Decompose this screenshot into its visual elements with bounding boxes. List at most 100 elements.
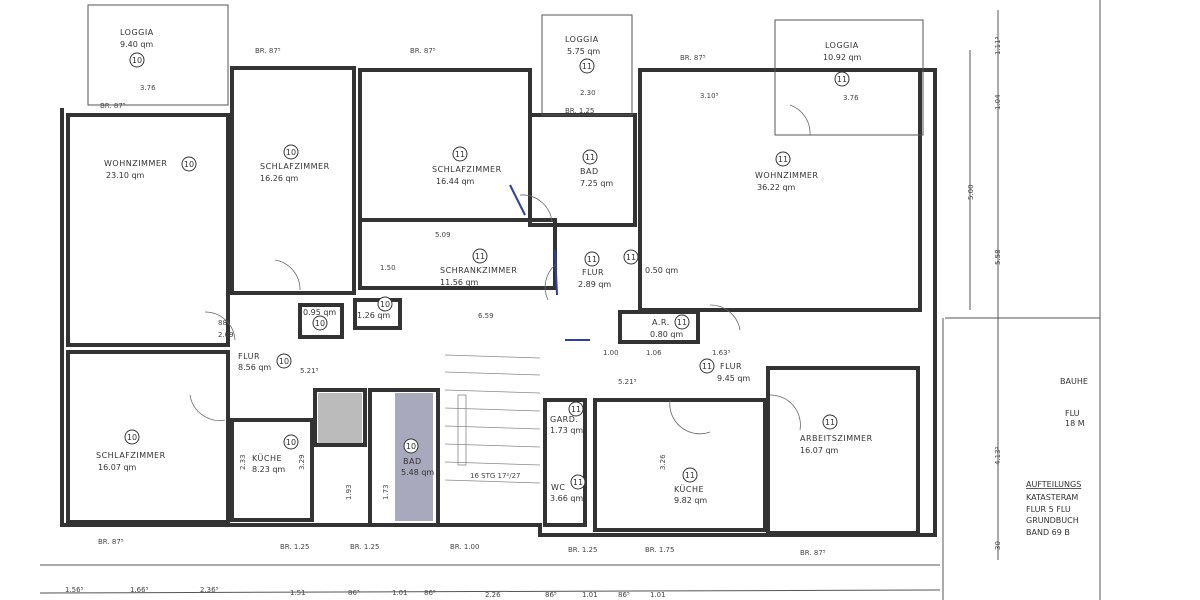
- plan-label: 10: [286, 148, 296, 157]
- plan-line: [593, 398, 767, 532]
- plan-label: 2.30: [580, 89, 596, 97]
- unit-number-badge: [124, 429, 140, 445]
- shaded-shaft: [318, 393, 362, 443]
- plan-label: 11: [582, 62, 592, 71]
- plan-line: 11: [682, 467, 698, 483]
- plan-label: BR. 1.25: [568, 546, 597, 554]
- plan-label: BR. 87⁵: [800, 549, 826, 557]
- plan-label: LOGGIA: [120, 28, 154, 37]
- plan-line: [87, 4, 229, 106]
- plan-label: 11: [837, 75, 847, 84]
- plan-label: 86⁵: [424, 589, 436, 597]
- plan-label: 8.23 qm: [252, 465, 285, 474]
- plan-label: 3.26: [659, 454, 667, 470]
- plan-line: [368, 388, 440, 527]
- door-swing: [709, 304, 741, 331]
- unit-number-badge: [181, 156, 197, 172]
- plan-label: 0.80 qm: [650, 330, 683, 339]
- plan-label: LOGGIA: [565, 35, 599, 44]
- door-swing: [189, 394, 226, 421]
- plan-line: 11: [834, 71, 850, 87]
- plan-line: [444, 407, 541, 412]
- plan-label: BR. 87⁵: [255, 47, 281, 55]
- unit-number-badge: [582, 149, 598, 165]
- plan-line: 10: [377, 296, 393, 312]
- plan-label: A.R.: [652, 318, 670, 327]
- right-dimensions: 1.11⁵ 1.04 5.00 5.58 4.13⁵ 30: [967, 36, 1002, 550]
- plan-line: [230, 66, 356, 295]
- plan-label: 16 STG 17²/27: [470, 472, 520, 480]
- plan-label: KATASTERAM: [1026, 493, 1078, 502]
- unit-number-badge: [283, 434, 299, 450]
- plan-line: 11: [674, 314, 690, 330]
- plan-label: 23.10 qm: [106, 171, 145, 180]
- plan-line: [66, 350, 230, 524]
- plan-label: BR. 87⁵: [410, 47, 436, 55]
- shaded-bathroom: [395, 393, 433, 521]
- plan-line: 10: [283, 434, 299, 450]
- plan-line: [358, 68, 532, 222]
- plan-label: 10: [380, 300, 390, 309]
- plan-label: 10: [279, 357, 289, 366]
- plan-label: 5.75 qm: [567, 47, 600, 56]
- unit-number-badge: [377, 296, 393, 312]
- plan-label: 3.76: [843, 94, 859, 102]
- plan-label: 1.73: [382, 484, 390, 500]
- plan-label: 30: [994, 541, 1002, 550]
- staircase: [444, 354, 541, 484]
- plan-label: 11: [677, 318, 687, 327]
- markup-annotation: [509, 184, 526, 216]
- plan-label: 3.29: [298, 454, 306, 470]
- unit-number-badge: [822, 414, 838, 430]
- plan-label: 11: [585, 153, 595, 162]
- plan-label: BR. 1.00: [450, 543, 479, 551]
- plan-line: 11: [582, 149, 598, 165]
- plan-label: 11: [825, 418, 835, 427]
- plan-line: [444, 479, 541, 484]
- plan-label: 11: [626, 253, 636, 262]
- plan-label: 18 M: [1065, 419, 1085, 428]
- plan-line: 11: [452, 146, 468, 162]
- plan-label: 16.26 qm: [260, 174, 299, 183]
- plan-line: 11: [775, 151, 791, 167]
- plan-label: 1.01: [392, 589, 408, 597]
- plan-label: 11: [778, 155, 788, 164]
- unit-number-badge: [584, 251, 600, 267]
- plan-label: 5.48 qm: [401, 468, 434, 477]
- door-swing: [789, 104, 811, 136]
- plan-line: [353, 298, 402, 330]
- plan-line: [313, 388, 367, 447]
- plan-label: 10: [132, 56, 142, 65]
- plan-label: BR. 1.25: [350, 543, 379, 551]
- door-swing: [274, 259, 301, 291]
- plan-line: [774, 19, 924, 136]
- plan-label: 1.93: [345, 484, 353, 500]
- plan-line: [543, 398, 587, 527]
- room-loggia-11a: LOGGIA 5.75 qm 11: [565, 35, 600, 74]
- plan-label: 86⁵: [348, 589, 360, 597]
- plan-label: BAUHE: [1060, 377, 1088, 386]
- title-block: BAUHE FLU 18 M AUFTEILUNGS KATASTERAM FL…: [1026, 377, 1088, 537]
- plan-label: 11: [685, 471, 695, 480]
- bottom-dimensions: 1.56⁵ 1.66⁵ 2.36⁵ 1.51 86⁵ 1.01 86⁵ 2.26…: [65, 586, 666, 599]
- plan-line: [66, 113, 230, 347]
- plan-label: 1.51: [290, 589, 306, 597]
- plan-line: 11: [579, 58, 595, 74]
- plan-label: 10: [286, 438, 296, 447]
- plan-label: FLUR: [238, 352, 260, 361]
- plan-line: [766, 366, 920, 535]
- plan-label: 5.58: [994, 249, 1002, 265]
- plan-line: [298, 303, 344, 339]
- plan-label: SCHRANKZIMMER: [440, 266, 517, 275]
- plan-label: 11: [455, 150, 465, 159]
